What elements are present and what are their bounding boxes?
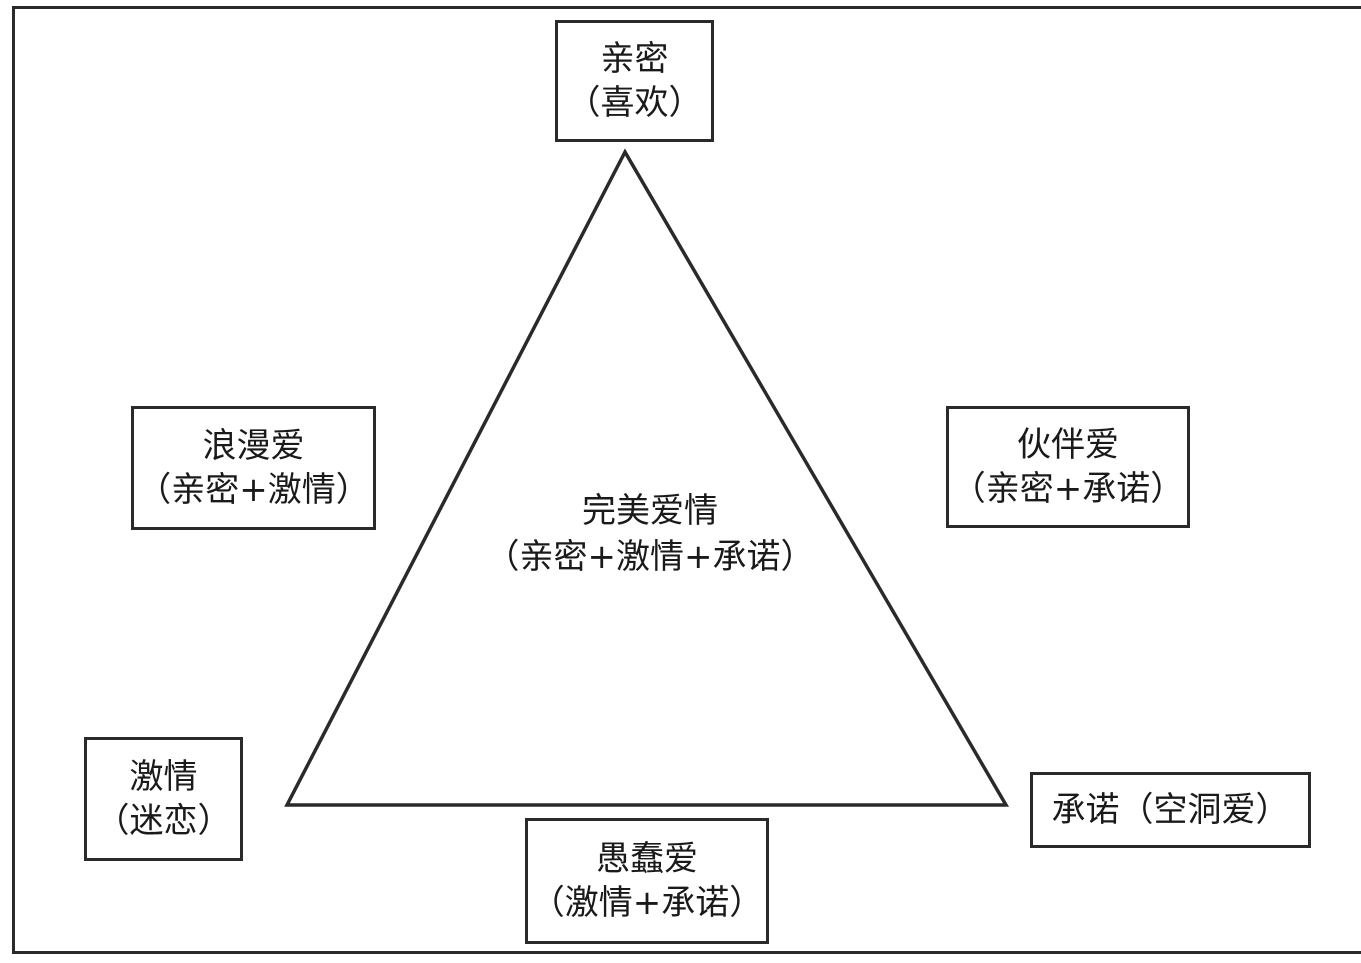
diagram-frame bbox=[12, 6, 1361, 954]
box-fatuous-love: 愚蠢爱 （激情+承诺） bbox=[525, 818, 769, 944]
companionate-love-subtitle: （亲密+承诺） bbox=[951, 469, 1185, 509]
box-romantic-love: 浪漫爱 （亲密+激情） bbox=[131, 406, 376, 530]
romantic-love-subtitle: （亲密+激情） bbox=[137, 470, 370, 510]
consummate-love-title: 完美爱情 bbox=[582, 491, 718, 531]
intimacy-title: 亲密 bbox=[600, 39, 669, 79]
companionate-love-title: 伙伴爱 bbox=[1017, 425, 1119, 465]
commitment-title: 承诺（空洞爱） bbox=[1051, 790, 1290, 830]
fatuous-love-title: 愚蠢爱 bbox=[596, 839, 698, 879]
box-companionate-love: 伙伴爱 （亲密+承诺） bbox=[946, 406, 1190, 528]
romantic-love-title: 浪漫爱 bbox=[202, 426, 305, 466]
box-commitment: 承诺（空洞爱） bbox=[1030, 772, 1311, 848]
fatuous-love-subtitle: （激情+承诺） bbox=[530, 883, 764, 923]
intimacy-subtitle: （喜欢） bbox=[566, 83, 703, 123]
passion-title: 激情 bbox=[129, 757, 198, 797]
box-passion: 激情 （迷恋） bbox=[84, 737, 243, 861]
consummate-love-subtitle: （亲密+激情+承诺） bbox=[485, 537, 815, 577]
passion-subtitle: （迷恋） bbox=[95, 801, 232, 841]
triangle-shape bbox=[284, 148, 1010, 807]
box-intimacy: 亲密 （喜欢） bbox=[555, 20, 714, 142]
consummate-love-label: 完美爱情 （亲密+激情+承诺） bbox=[440, 488, 860, 580]
